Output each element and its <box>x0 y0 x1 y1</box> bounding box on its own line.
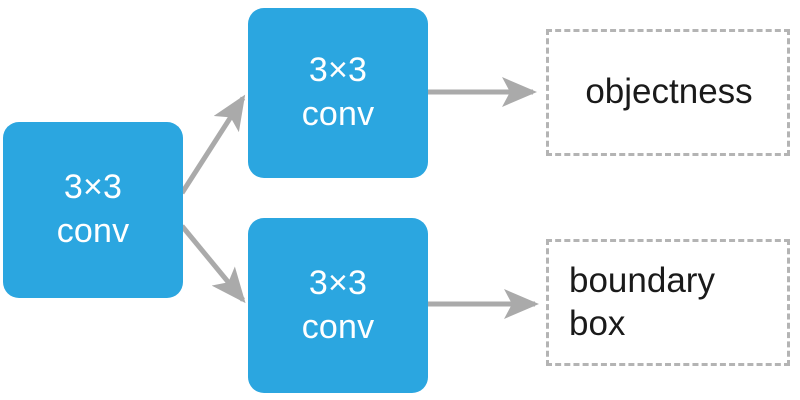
block-trunk-conv-label-line2: conv <box>56 212 130 250</box>
block-branch-top-conv-label-line1: 3×3 <box>308 51 368 90</box>
block-branch-top-conv-label-line2: conv <box>301 95 375 133</box>
block-branch-top-conv: 3×3 conv <box>248 8 428 178</box>
output-objectness: objectness <box>546 29 790 156</box>
block-branch-bottom-conv-label-line2: conv <box>301 307 375 346</box>
arrow-trunk-to-branch-bottom <box>180 224 246 304</box>
output-objectness-label-line1: objectness <box>585 72 753 112</box>
output-boundary-box-label-line1: boundary <box>569 260 715 300</box>
output-boundary-box: boundary box <box>546 239 790 366</box>
arrow-trunk-to-branch-top <box>179 94 246 195</box>
block-trunk-conv-label-line1: 3×3 <box>63 168 123 207</box>
output-boundary-box-label-line2: box <box>569 303 626 343</box>
block-branch-bottom-conv: 3×3 conv <box>248 218 428 393</box>
block-trunk-conv: 3×3 conv <box>3 122 183 298</box>
block-branch-bottom-conv-label-line1: 3×3 <box>308 263 368 302</box>
